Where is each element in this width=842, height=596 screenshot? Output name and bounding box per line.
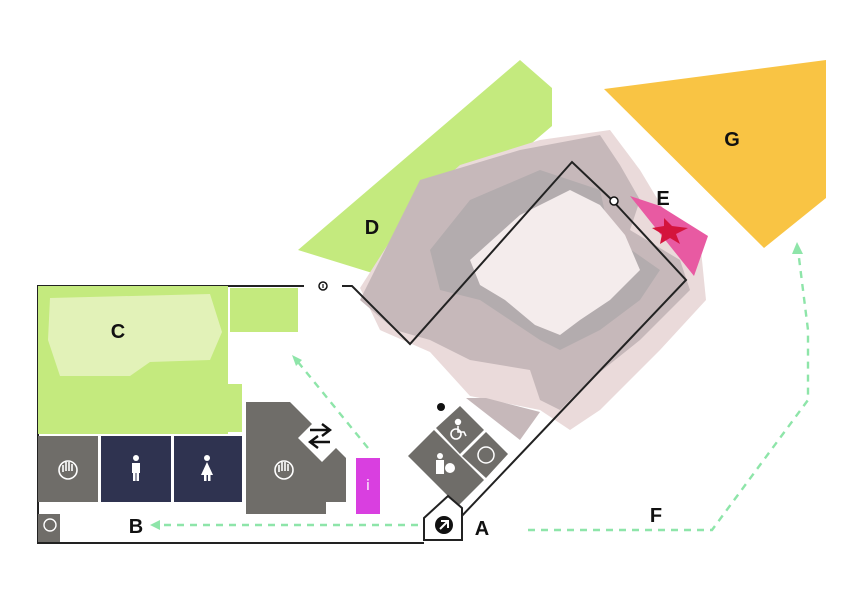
staff-info-icon xyxy=(436,453,455,474)
walking-routes xyxy=(158,249,810,532)
wheelchair-icon xyxy=(450,418,467,440)
hand-icon xyxy=(274,460,294,480)
route-to-info xyxy=(297,361,369,449)
point-a-label: A xyxy=(475,518,489,540)
facility-info-desk[interactable] xyxy=(356,458,380,514)
facility-rest-diamond[interactable] xyxy=(462,432,508,478)
zone-c-label: C xyxy=(111,321,125,343)
entrance-arrow-icon[interactable] xyxy=(435,516,453,534)
hand-icon xyxy=(58,460,78,480)
zone-e-label: E xyxy=(656,188,669,210)
route-arrowhead-g xyxy=(792,242,803,254)
zone-g-label: G xyxy=(724,129,740,151)
small-arrow-icon xyxy=(609,196,619,206)
facility-shop[interactable] xyxy=(246,402,346,514)
small-arrow-icon xyxy=(318,281,328,291)
zone-g-area[interactable] xyxy=(604,60,826,248)
facility-corner-rest[interactable] xyxy=(38,514,60,542)
point-b-label: B xyxy=(129,516,143,538)
ruins-courtyard xyxy=(470,190,640,335)
point-f-label: F xyxy=(650,505,662,527)
zone-d-area[interactable] xyxy=(298,60,552,276)
lawn-east xyxy=(230,288,298,332)
lawn-south xyxy=(40,384,242,432)
entrance-ramp xyxy=(466,398,540,440)
facilities-row xyxy=(38,402,380,542)
hand-icon xyxy=(477,446,495,464)
lawn-inner xyxy=(48,294,222,376)
small-arrow-icon xyxy=(437,403,445,411)
route-arrowhead-b xyxy=(150,520,160,530)
facility-rest-area[interactable] xyxy=(38,436,98,502)
route-arrowhead-info xyxy=(292,355,302,366)
route-sign-icon xyxy=(298,414,346,462)
male-toilet-icon xyxy=(132,455,140,481)
info-icon: i xyxy=(366,478,370,494)
zone-d-label: D xyxy=(365,217,379,239)
hand-icon xyxy=(43,518,57,532)
route-f-to-g xyxy=(528,249,810,532)
female-toilet-icon xyxy=(201,455,213,481)
zone-c-area[interactable] xyxy=(38,286,298,434)
ruins-area xyxy=(360,130,706,430)
star-icon xyxy=(652,218,688,244)
